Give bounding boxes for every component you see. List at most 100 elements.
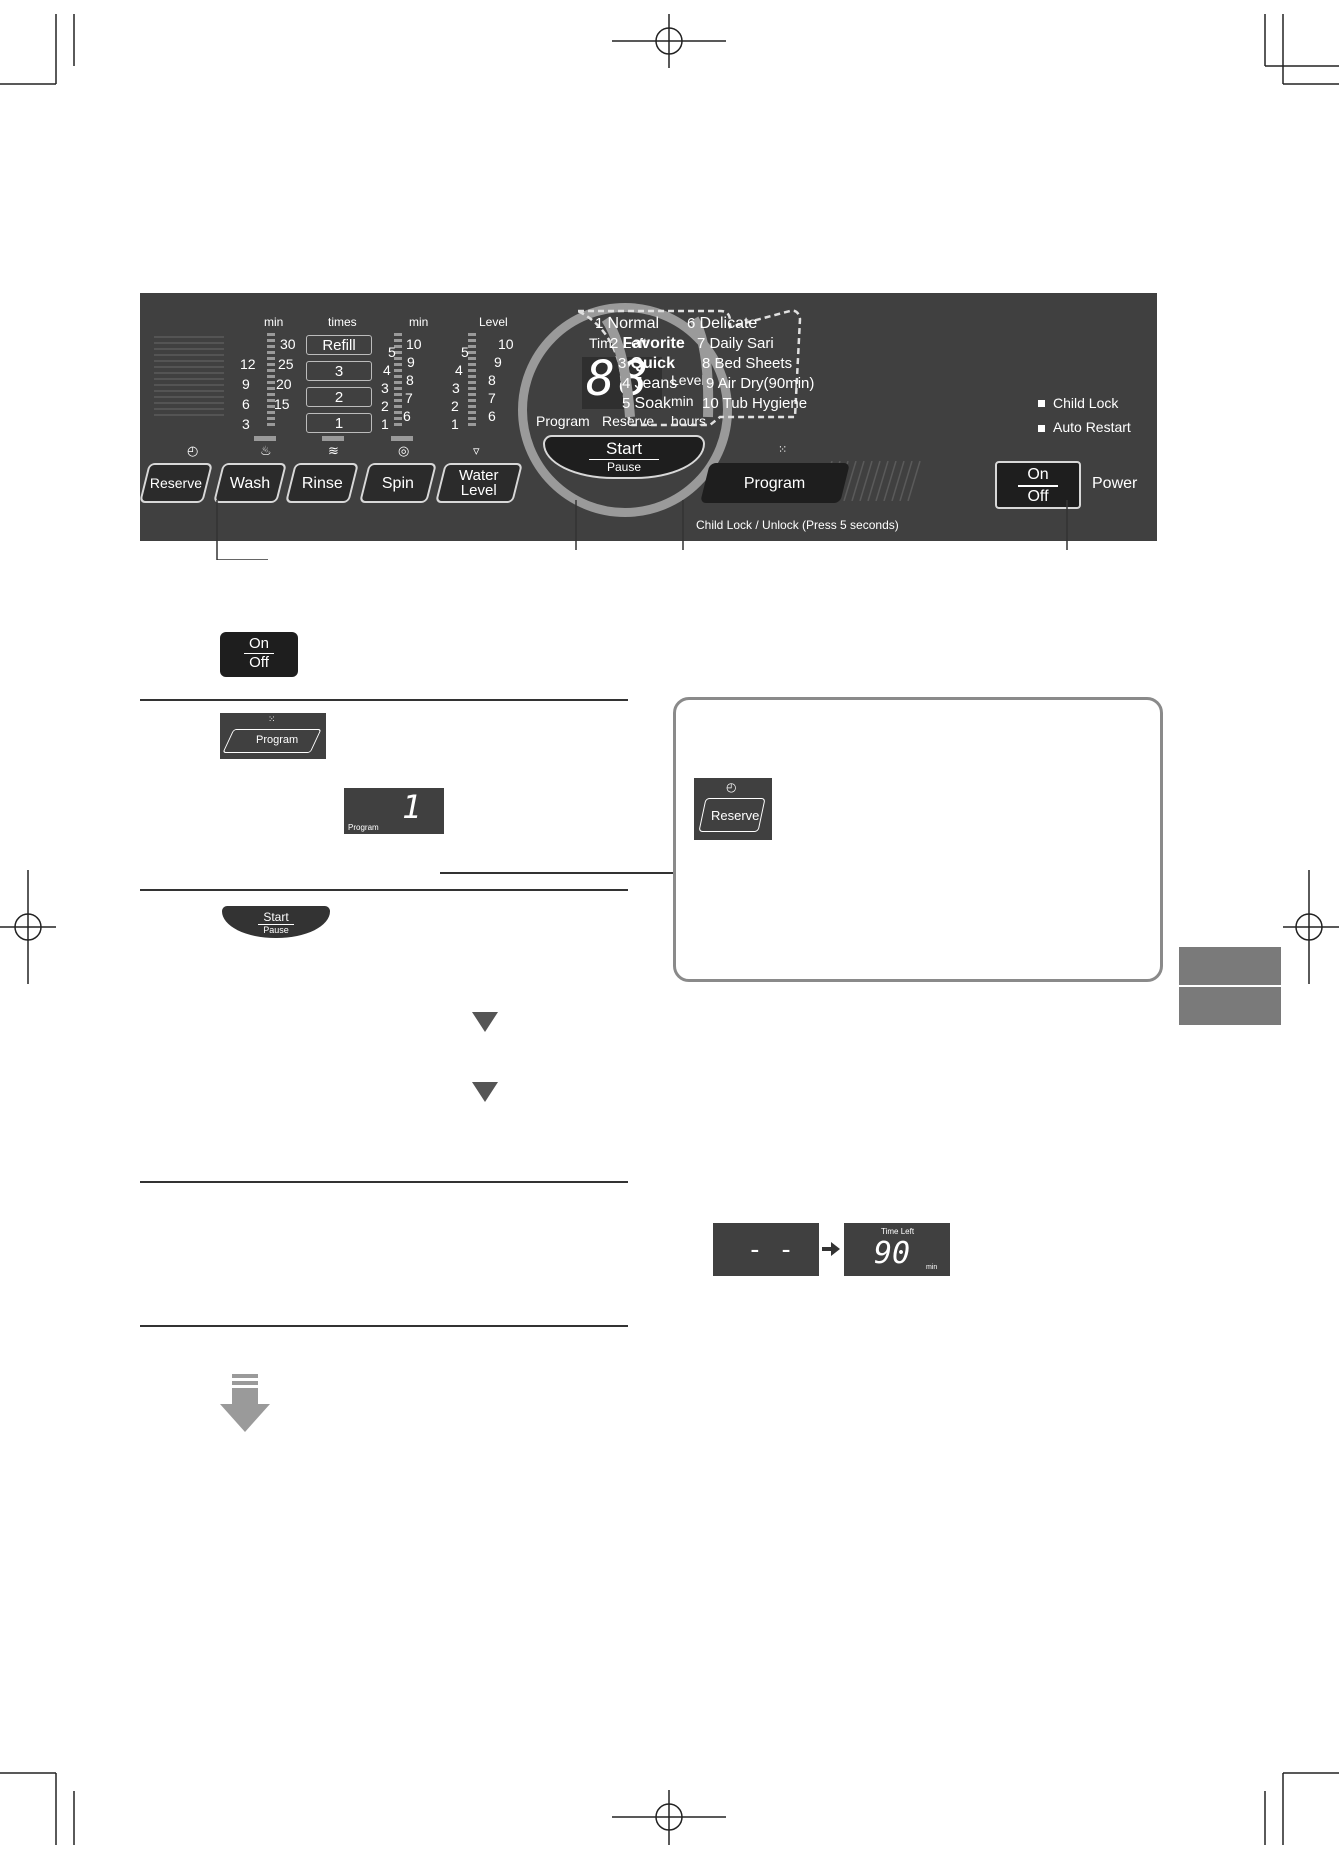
program-tub-hygiene: 10 Tub Hygiene (702, 395, 808, 412)
step-divider (140, 699, 628, 701)
down-arrow-icon (220, 1374, 270, 1432)
down-triangle-icon (472, 1082, 498, 1102)
level-unit-label: Level (671, 372, 705, 388)
program-jeans: 4 Jeans (622, 375, 678, 392)
program-normal: 1 Normal (595, 315, 660, 332)
side-tab-upper (1179, 947, 1281, 985)
wash-value: 20 (276, 376, 292, 392)
wash-icon: ♨ (260, 443, 272, 458)
program-daily-sari: 7 Daily Sari (697, 335, 774, 352)
program-dots-icon: ⁙ (268, 714, 276, 724)
level-value: 7 (488, 390, 496, 406)
level-value: 5 (461, 344, 469, 360)
start-pause-button[interactable]: Start Pause (543, 435, 705, 479)
display-before: - - (713, 1223, 819, 1276)
arrow-right-icon (822, 1242, 840, 1256)
callout-connector (440, 872, 674, 874)
wash-scale-bar (267, 333, 275, 428)
step-divider (140, 1181, 628, 1183)
program-dots-icon: ⁙ (778, 444, 788, 456)
wash-lamp (254, 436, 276, 441)
down-triangle-icon (472, 1012, 498, 1032)
level-value: 4 (455, 362, 463, 378)
step-on-off-button[interactable]: On Off (220, 632, 298, 677)
level-header: Level (479, 315, 508, 329)
spin-lamp (391, 436, 413, 441)
power-label: Power (1092, 475, 1138, 492)
spin-value: 8 (406, 372, 414, 388)
rinse-value: 2 (306, 387, 372, 407)
spin-value: 1 (381, 416, 389, 432)
step-divider (140, 1325, 628, 1327)
wash-value: 30 (280, 336, 296, 352)
control-panel: min times min Level 30 25 20 15 12 9 6 3… (139, 293, 1157, 541)
water-level-icon: ▿ (473, 443, 480, 458)
reserve-callout-box (673, 697, 1163, 982)
level-value: 6 (488, 408, 496, 424)
program-delicate: 6 Delicate (687, 315, 758, 332)
child-lock-caption: Child Lock / Unlock (Press 5 seconds) (696, 518, 899, 532)
wash-value: 3 (242, 416, 250, 432)
level-value: 8 (488, 372, 496, 388)
wash-value: 6 (242, 396, 250, 412)
callout-reserve-button[interactable]: ◴ Reserve (694, 778, 772, 840)
wash-value: 9 (242, 376, 250, 392)
display-after-unit: min (926, 1264, 938, 1271)
display-before-text: - - (747, 1235, 794, 1265)
program-display-digit: 1 (402, 788, 422, 826)
panel-stripes-left (154, 336, 224, 416)
rinse-icon: ≋ (328, 443, 339, 458)
level-value: 9 (494, 354, 502, 370)
step-divider (140, 889, 628, 891)
spin-icon: ◎ (398, 443, 410, 458)
step-program-button[interactable]: ⁙ Program (220, 713, 326, 759)
auto-restart-label: Auto Restart (1053, 419, 1131, 435)
spin-value: 2 (381, 398, 389, 414)
rinse-value: 1 (306, 413, 372, 433)
min-unit-label: min (671, 393, 694, 409)
level-value: 3 (452, 380, 460, 396)
display-dial (518, 303, 732, 517)
wash-header: min (264, 315, 284, 329)
rinse-value: 3 (306, 361, 372, 381)
pointer-lines (216, 500, 1068, 560)
rinse-value: Refill (306, 335, 372, 355)
display-after: Time Left 90 min (844, 1223, 950, 1276)
spin-value: 6 (403, 408, 411, 424)
spin-header: min (409, 315, 429, 329)
child-lock-lamp (1038, 400, 1045, 407)
wash-value: 12 (240, 356, 256, 372)
spin-value: 4 (383, 362, 391, 378)
program-indicator-label: Program (536, 413, 590, 429)
program-favorite: 2 Favorite (610, 335, 685, 352)
level-value: 1 (451, 416, 459, 432)
program-air-dry: 9 Air Dry(90min) (706, 375, 815, 392)
spin-value: 7 (405, 390, 413, 406)
step-program-display: 1 Program (344, 788, 444, 834)
level-scale-bar (468, 333, 476, 428)
wash-value: 25 (278, 356, 294, 372)
step-start-pause-button[interactable]: Start Pause (222, 906, 330, 938)
level-value: 2 (451, 398, 459, 414)
program-display-caption: Program (348, 823, 379, 832)
child-lock-label: Child Lock (1053, 395, 1119, 411)
spin-scale-bar (394, 333, 402, 428)
wash-value: 15 (274, 396, 290, 412)
clock-icon: ◴ (187, 443, 199, 458)
program-list-outline (577, 309, 802, 427)
program-soak: 5 Soak (622, 395, 671, 412)
level-value: 10 (498, 336, 514, 352)
program-quick: 3 Quick (618, 355, 675, 372)
spin-value: 3 (381, 380, 389, 396)
spin-value: 10 (406, 336, 422, 352)
spin-value: 5 (388, 344, 396, 360)
rinse-header: times (328, 315, 357, 329)
program-bed-sheets: 8 Bed Sheets (702, 355, 793, 372)
display-after-time-left: Time Left (881, 1227, 915, 1236)
hours-unit-label: hours (671, 413, 707, 429)
rinse-lamp (322, 436, 344, 441)
auto-restart-lamp (1038, 425, 1045, 432)
spin-value: 9 (407, 354, 415, 370)
side-tab-lower (1179, 987, 1281, 1025)
